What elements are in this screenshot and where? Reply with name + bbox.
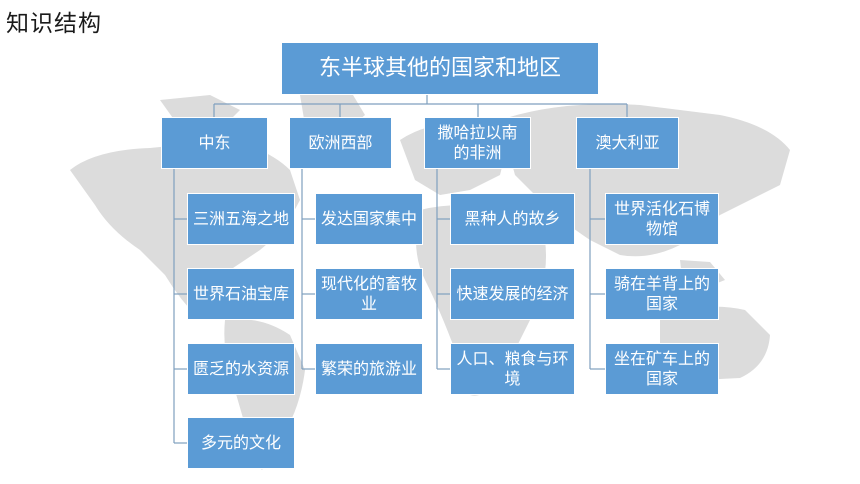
root-node: 东半球其他的国家和地区: [281, 42, 599, 95]
leaf-node: 匮乏的水资源: [187, 343, 295, 395]
category-node-middle-east: 中东: [161, 117, 268, 169]
leaf-node: 现代化的畜牧业: [315, 268, 423, 320]
leaf-node: 骑在羊背上的国家: [605, 268, 719, 320]
leaf-node: 黑种人的故乡: [450, 193, 575, 245]
leaf-node: 发达国家集中: [315, 193, 423, 245]
leaf-node: 世界活化石博物馆: [605, 193, 719, 245]
page-title: 知识结构: [6, 11, 102, 37]
leaf-node: 坐在矿车上的国家: [605, 343, 719, 395]
leaf-node: 快速发展的经济: [450, 268, 575, 320]
category-node-australia: 澳大利亚: [576, 117, 679, 169]
category-node-sub-saharan-africa: 撒哈拉以南的非洲: [424, 117, 531, 169]
leaf-node: 三洲五海之地: [187, 193, 295, 245]
leaf-node: 世界石油宝库: [187, 268, 295, 320]
category-node-western-europe: 欧洲西部: [289, 117, 392, 169]
leaf-node: 多元的文化: [187, 417, 295, 469]
leaf-node: 繁荣的旅游业: [315, 343, 423, 395]
leaf-node: 人口、粮食与环境: [450, 343, 575, 395]
